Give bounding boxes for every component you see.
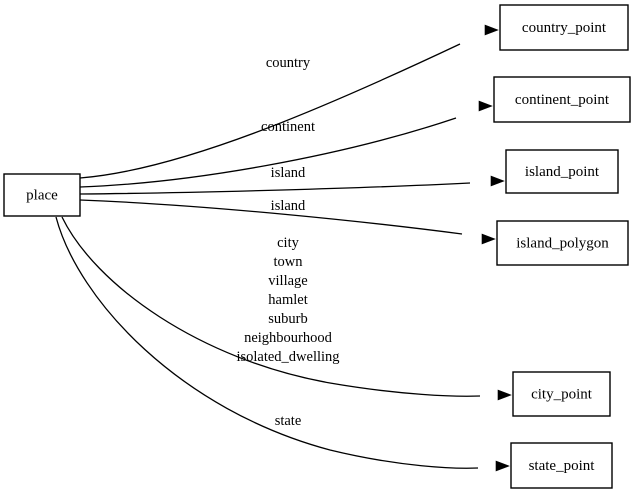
node-box-state_point[interactable]: [510, 442, 613, 489]
node-label-city_point: city_point: [531, 386, 593, 402]
edge-city-label-line: neighbourhood: [244, 330, 333, 346]
edge-city-label-line: city: [277, 235, 299, 251]
edge-state-label: state: [275, 413, 302, 429]
node-continent_point[interactable]: continent_point: [493, 76, 631, 123]
node-city_point[interactable]: city_point: [512, 371, 611, 417]
edge-city-label: city town village hamlet suburb neighbourhood…: [236, 235, 339, 365]
node-box-city_point[interactable]: [512, 371, 611, 417]
edge-city-label-line: isolated_dwelling: [236, 349, 339, 365]
edge-country-line: [79, 43, 461, 179]
edge-city: [61, 216, 512, 401]
node-label-continent_point: continent_point: [515, 92, 610, 108]
nodes-layer: place country_point continent_point island_…: [3, 4, 631, 489]
edge-state-arrowhead-icon: [495, 460, 510, 472]
node-label-island_polygon: island_polygon: [516, 235, 609, 251]
edge-state-label-line: state: [275, 413, 302, 429]
edge-island-point-label: island: [271, 165, 306, 181]
node-box-island_point[interactable]: [505, 149, 619, 194]
edge-country: [79, 24, 499, 179]
edge-island-point-arrowhead-icon: [490, 175, 505, 187]
edge-city-label-line: hamlet: [268, 292, 307, 308]
node-label-place: place: [26, 187, 58, 203]
node-label-island_point: island_point: [525, 164, 600, 180]
node-island_polygon[interactable]: island_polygon: [496, 220, 629, 266]
node-label-country_point: country_point: [522, 20, 607, 36]
node-place[interactable]: place: [3, 173, 81, 217]
edge-city-label-line: village: [268, 273, 307, 289]
edges-layer: [55, 24, 512, 472]
edge-continent-label-line: continent: [261, 119, 315, 135]
edge-island-polygon-line: [79, 199, 463, 235]
edge-continent-line: [79, 117, 457, 188]
edge-labels-layer: country continent island island city town vill…: [236, 55, 339, 429]
node-box-place[interactable]: [3, 173, 81, 217]
edge-continent: [79, 100, 493, 188]
edge-island-polygon-label-line: island: [271, 198, 306, 214]
edge-continent-arrowhead-icon: [478, 100, 493, 112]
edge-island-point-label-line: island: [271, 165, 306, 181]
edge-city-line: [61, 216, 481, 397]
edge-island-polygon: [79, 199, 496, 245]
edge-country-label: country: [266, 55, 311, 71]
edge-island-point: [79, 175, 505, 195]
node-island_point[interactable]: island_point: [505, 149, 619, 194]
edge-city-label-line: town: [274, 254, 304, 270]
edge-state: [55, 216, 510, 472]
edge-city-label-line: suburb: [268, 311, 307, 327]
node-state_point[interactable]: state_point: [510, 442, 613, 489]
edge-island-point-line: [79, 182, 471, 195]
edge-country-label-line: country: [266, 55, 311, 71]
node-box-continent_point[interactable]: [493, 76, 631, 123]
edge-island-polygon-label: island: [271, 198, 306, 214]
edge-city-arrowhead-icon: [497, 389, 512, 401]
node-country_point[interactable]: country_point: [499, 4, 629, 51]
node-label-state_point: state_point: [529, 458, 596, 474]
edge-island-polygon-arrowhead-icon: [481, 233, 496, 245]
edge-state-line: [55, 216, 479, 469]
edge-continent-label: continent: [261, 119, 315, 135]
edge-country-arrowhead-icon: [484, 24, 499, 36]
node-box-island_polygon[interactable]: [496, 220, 629, 266]
node-box-country_point[interactable]: [499, 4, 629, 51]
